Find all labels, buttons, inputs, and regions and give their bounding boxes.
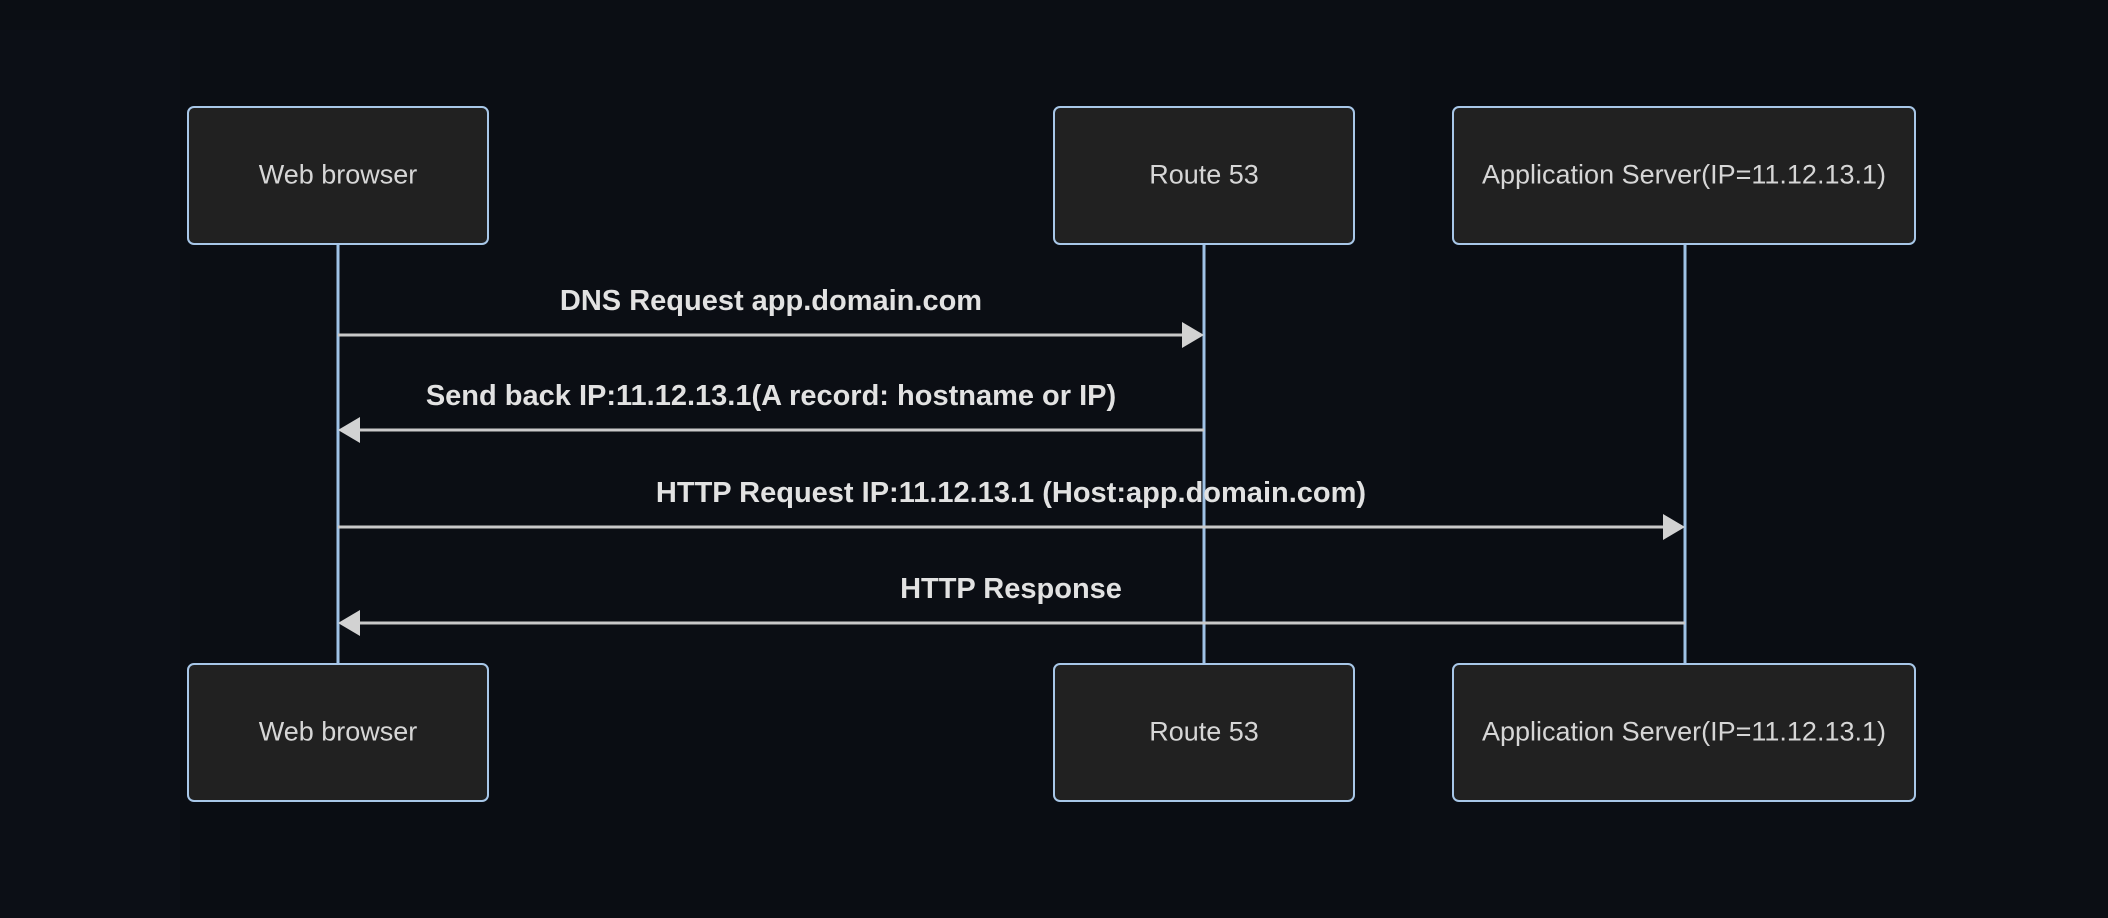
actor-label-appserver: Application Server(IP=11.12.13.1) (1482, 160, 1886, 190)
message-arrowhead (1182, 322, 1204, 348)
message-arrowhead (338, 417, 360, 443)
actor-box-shape (1053, 663, 1355, 802)
actor-box-shape (1053, 106, 1355, 245)
message-arrowhead (338, 610, 360, 636)
actor-box-route53-top[interactable]: Route 53 (1053, 106, 1355, 245)
lifelines-layer (336, 244, 1687, 664)
message-4-appserver-to-browser[interactable]: HTTP Response (338, 573, 1685, 636)
actor-box-shape (1452, 663, 1916, 802)
actor-box-route53-bottom[interactable]: Route 53 (1053, 663, 1355, 802)
message-3-browser-to-appserver[interactable]: HTTP Request IP:11.12.13.1 (Host:app.dom… (338, 477, 1685, 540)
message-label: HTTP Request IP:11.12.13.1 (Host:app.dom… (656, 477, 1366, 509)
actor-box-browser-top[interactable]: Web browser (187, 106, 489, 245)
message-label: DNS Request app.domain.com (560, 285, 982, 317)
actor-label-browser: Web browser (259, 717, 418, 747)
actor-box-shape (187, 663, 489, 802)
message-label: HTTP Response (900, 573, 1122, 605)
message-1-browser-to-route53[interactable]: DNS Request app.domain.com (338, 285, 1204, 348)
actor-label-appserver: Application Server(IP=11.12.13.1) (1482, 717, 1886, 747)
actor-box-browser-bottom[interactable]: Web browser (187, 663, 489, 802)
message-arrowhead (1663, 514, 1685, 540)
actor-box-appserver-bottom[interactable]: Application Server(IP=11.12.13.1) (1452, 663, 1916, 802)
actor-box-shape (1452, 106, 1916, 245)
message-label: Send back IP:11.12.13.1(A record: hostna… (426, 380, 1116, 412)
actor-box-appserver-top[interactable]: Application Server(IP=11.12.13.1) (1452, 106, 1916, 245)
actor-label-browser: Web browser (259, 160, 418, 190)
actor-box-shape (187, 106, 489, 245)
message-2-route53-to-browser[interactable]: Send back IP:11.12.13.1(A record: hostna… (338, 380, 1204, 443)
actor-label-route53: Route 53 (1149, 160, 1259, 190)
actor-label-route53: Route 53 (1149, 717, 1259, 747)
